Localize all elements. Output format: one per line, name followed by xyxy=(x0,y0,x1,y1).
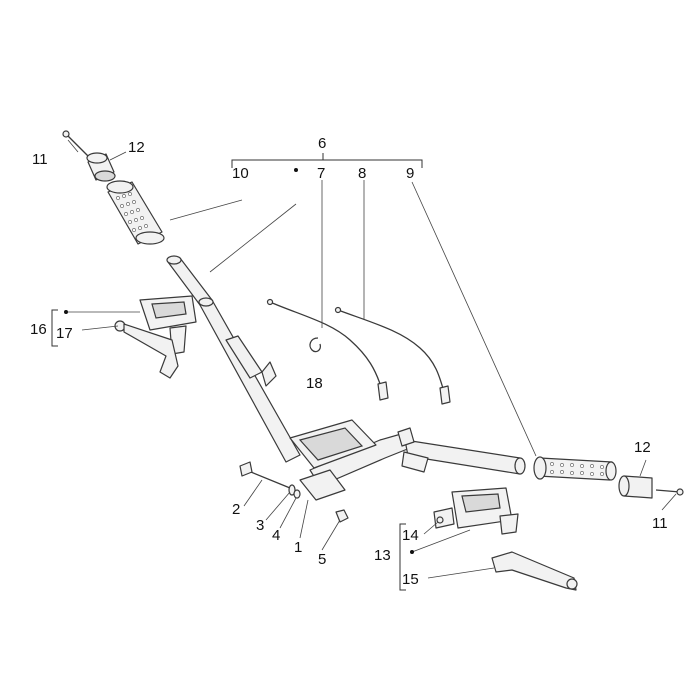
spacer xyxy=(293,489,301,499)
callout-15: 15 xyxy=(402,571,419,588)
right-grip-knurl-pattern xyxy=(550,462,604,476)
callout-6: 6 xyxy=(318,135,326,152)
callout-10: 10 xyxy=(232,165,249,182)
group-bracket-6 xyxy=(231,153,423,168)
group-bracket-16 xyxy=(51,309,58,347)
dot-marker xyxy=(64,310,68,314)
cable-8 xyxy=(334,306,451,405)
callout-18: 18 xyxy=(306,375,323,392)
callout-8: 8 xyxy=(358,165,366,182)
callout-14: 14 xyxy=(402,527,419,544)
callout-12-right: 12 xyxy=(634,439,651,456)
right-brake-lever xyxy=(491,551,578,591)
clamp-nut xyxy=(335,509,349,523)
left-master-cylinder xyxy=(139,295,197,355)
dot-marker xyxy=(410,550,414,554)
grip-knurl-pattern xyxy=(116,192,148,232)
dot-marker xyxy=(294,168,298,172)
callout-9: 9 xyxy=(406,165,414,182)
right-master-clamp xyxy=(433,507,455,529)
callout-11-left: 11 xyxy=(32,151,48,168)
group-bracket-13 xyxy=(399,523,406,591)
callout-3: 3 xyxy=(256,517,264,534)
callout-11-right: 11 xyxy=(652,515,668,532)
right-bar-end-weight xyxy=(618,475,653,499)
right-master-cylinder xyxy=(451,487,519,535)
clamp-bolt xyxy=(239,461,291,489)
left-bar-end-tube xyxy=(166,255,214,307)
right-grip xyxy=(533,456,617,481)
callout-1: 1 xyxy=(294,539,302,556)
right-bar-end-screw xyxy=(655,488,684,496)
left-bar-end-weight xyxy=(86,152,116,182)
left-grip xyxy=(106,180,165,245)
handlebar-tube xyxy=(199,299,526,501)
cable-7 xyxy=(266,298,389,401)
leader-lines xyxy=(66,139,677,579)
callout-5: 5 xyxy=(318,551,326,568)
cable-clip xyxy=(309,337,322,353)
callout-7: 7 xyxy=(317,165,325,182)
callout-4: 4 xyxy=(272,527,280,544)
callout-12-left: 12 xyxy=(128,139,145,156)
callout-2: 2 xyxy=(232,501,240,518)
callout-13: 13 xyxy=(374,547,391,564)
callout-16: 16 xyxy=(30,321,47,338)
callout-17: 17 xyxy=(56,325,73,342)
left-bar-end-screw xyxy=(62,130,89,157)
left-brake-lever xyxy=(114,320,179,379)
